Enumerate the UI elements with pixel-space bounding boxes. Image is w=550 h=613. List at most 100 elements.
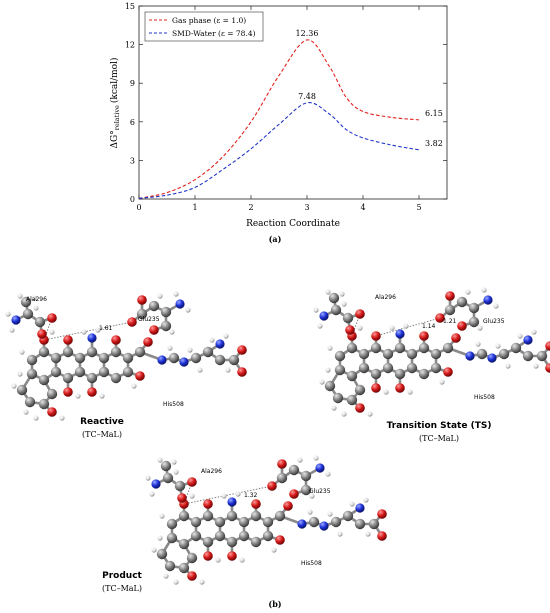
carbon-atom [98,366,110,378]
oxygen-atom [187,571,197,581]
product-residue-glu: Glu235 [309,488,331,495]
oxygen-atom [545,341,550,351]
carbon-atom [406,348,418,360]
oxygen-atom [135,371,145,381]
hydrogen-atom [187,347,193,353]
carbon-atom [160,460,172,472]
product-residue-ala: Ala296 [201,468,222,475]
hydrogen-atom [173,291,179,297]
hydrogen-atom [173,469,179,475]
oxygen-atom [277,459,287,469]
oxygen-atom [237,345,247,355]
hydrogen-atom [157,535,163,541]
nitrogen-atom [355,503,365,513]
hydrogen-atom [339,291,345,297]
carbon-atom [86,372,98,384]
hydrogen-atom [341,411,347,417]
carbon-atom [214,354,226,366]
carbon-atom [226,510,238,522]
carbon-atom [136,308,148,320]
hydrogen-atom [197,367,203,373]
carbon-atom [160,320,172,332]
hydrogen-atom [23,409,29,415]
legend-label-gas: Gas phase (ε = 1.0) [172,16,246,25]
hydrogen-atom [163,573,169,579]
ts-subtitle: (TC–MaL) [419,434,459,443]
hydrogen-atom [99,393,105,399]
hydrogen-atom [327,345,333,351]
molecule-product [145,455,387,585]
carbon-atom [214,516,226,528]
ts-distance-1: 1.14 [422,323,436,330]
carbon-atom [342,312,354,324]
series-line-0 [138,39,420,199]
oxygen-atom [47,407,57,417]
y-tick-label: 6 [130,118,135,127]
hydrogen-atom [319,379,325,385]
oxygen-atom [267,481,277,491]
y-tick-label: 12 [125,41,135,50]
caption-b: (b) [268,599,281,609]
oxygen-atom [355,403,365,413]
oxygen-atom [63,387,73,397]
carbon-atom [262,516,274,528]
chart-legend: Gas phase (ε = 1.0) SMD-Water (ε = 78.4) [144,11,264,42]
hydrogen-atom [223,333,229,339]
hydrogen-atom [517,333,523,339]
hydrogen-atom [75,393,81,399]
carbon-atom [346,342,358,354]
oxygen-atom [63,335,73,345]
carbon-atom [174,480,186,492]
carbon-atom [122,352,134,364]
carbon-atom [382,348,394,360]
oxygen-atom [457,321,467,331]
caption-a: (a) [269,234,282,244]
oxygen-atom [227,551,237,561]
carbon-atom [442,342,454,354]
hydrogen-atom [297,457,303,463]
hydrogen-atom [149,491,155,497]
atom-group [313,287,550,417]
carbon-atom [74,352,86,364]
oxygen-atom [377,531,387,541]
carbon-atom [330,304,342,316]
carbon-atom [226,536,238,548]
hydrogen-atom [493,303,499,309]
oxygen-atom [355,309,365,319]
nitrogen-atom [157,355,167,365]
carbon-atom [430,362,442,374]
data-label: 12.36 [296,29,319,38]
hydrogen-atom [439,379,445,385]
atom-group [5,291,247,421]
carbon-atom [134,346,146,358]
ts-distance-2: 1.21 [443,318,457,325]
hydrogen-atom [151,547,157,553]
carbon-atom [38,374,50,386]
reactive-title: Reactive [80,417,124,427]
data-labels: 12.366.157.483.82 [296,29,443,148]
y-tick-label: 15 [125,2,135,11]
oxygen-atom [143,337,153,347]
product-title: Product [102,571,142,581]
hydrogen-atom [11,383,17,389]
carbon-atom [498,348,510,360]
hydrogen-atom [235,491,241,497]
carbon-atom [522,350,534,362]
oxygen-atom [187,477,197,487]
nitrogen-atom [179,357,189,367]
carbon-atom [156,548,168,560]
oxygen-atom [371,331,381,341]
carbon-atom [358,348,370,360]
reactive-subtitle: (TC–MaL) [82,430,122,439]
x-tick-label: 4 [360,203,365,212]
carbon-atom [178,562,190,574]
carbon-atom [536,350,548,362]
hydrogen-atom [131,383,137,389]
hydrogen-atom [173,579,179,585]
oxygen-atom [371,383,381,393]
carbon-atom [214,530,226,542]
carbon-atom [330,516,342,528]
oxygen-atom [451,333,461,343]
nitrogen-atom [215,339,225,349]
